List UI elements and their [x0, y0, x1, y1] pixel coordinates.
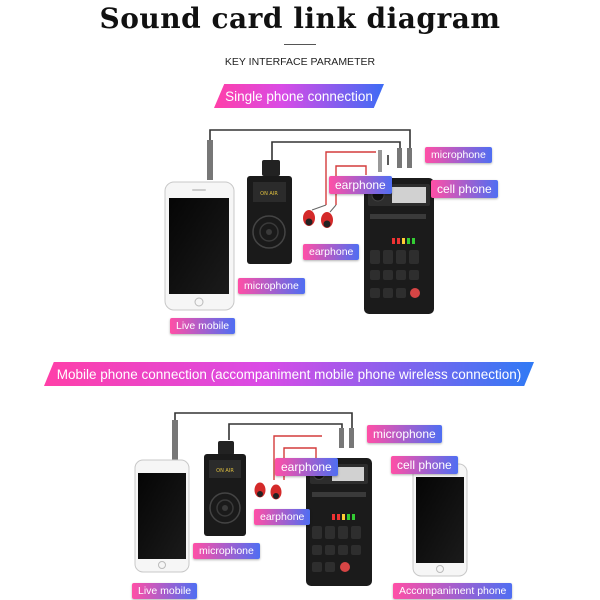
earphone-device-1	[303, 204, 337, 228]
label-cell-phone-2: cell phone	[391, 456, 458, 474]
label-earphone-bottom-1: earphone	[303, 244, 360, 260]
mic-plug-2	[339, 428, 344, 448]
sound-card-2	[306, 458, 372, 586]
title-divider	[284, 44, 316, 45]
svg-text:ON AIR: ON AIR	[260, 191, 278, 197]
label-microphone-top-1: microphone	[425, 147, 492, 163]
accompaniment-phone	[412, 463, 468, 577]
mic-plug-1	[397, 148, 402, 168]
microphone-device-1: ON AIR	[247, 160, 292, 264]
section-2-heading: Mobile phone connection (accompaniment m…	[44, 362, 534, 386]
phone-plug-1	[207, 140, 213, 180]
section-1-heading: Single phone connection	[214, 84, 384, 108]
diagram-title: Sound card link diagram	[99, 2, 501, 35]
cell-plug-2	[349, 428, 354, 448]
label-accompaniment-phone: Accompaniment phone	[393, 583, 513, 599]
label-earphone-bottom-2: earphone	[254, 509, 311, 525]
label-earphone-top-1: earphone	[329, 176, 392, 194]
label-cell-phone-1: cell phone	[431, 180, 498, 198]
label-microphone-bottom-2: microphone	[193, 543, 260, 559]
label-microphone-top-2: microphone	[367, 425, 442, 443]
label-live-mobile-2: Live mobile	[132, 583, 198, 599]
microphone-device-2: ON AIR	[204, 441, 246, 536]
label-live-mobile-1: Live mobile	[170, 318, 236, 334]
cell-plug-1	[407, 148, 412, 168]
section-1-diagram: ON AIR	[164, 129, 434, 314]
ear-plug-1	[378, 150, 382, 172]
sound-card-1	[364, 178, 434, 314]
diagram-subtitle: KEY INTERFACE PARAMETER	[224, 56, 376, 68]
phone-plug-2	[172, 420, 178, 460]
live-mobile-phone-2	[134, 459, 190, 573]
cable-set-2	[174, 412, 353, 460]
svg-text:ON AIR: ON AIR	[216, 468, 234, 474]
earphone-device-2	[254, 482, 282, 500]
label-earphone-top-2: earphone	[275, 458, 338, 476]
label-microphone-bottom-1: microphone	[238, 278, 305, 294]
section-2-diagram: ON AIR	[134, 412, 468, 586]
live-mobile-phone-1	[164, 181, 235, 311]
